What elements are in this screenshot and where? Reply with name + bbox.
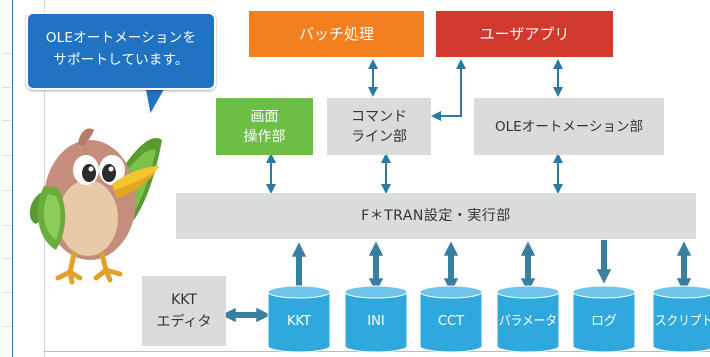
command-line-label-1: コマンド: [351, 108, 407, 125]
ftran-settings-execution-box: F＊TRAN設定・実行部: [176, 193, 696, 239]
cylinder-top: [419, 285, 483, 299]
cylinder-top: [572, 285, 636, 299]
user-app-label: ユーザアプリ: [479, 25, 570, 43]
ole-automation-label: OLEオートメーション部: [495, 118, 643, 135]
mascot-bird-illustration: [29, 128, 162, 285]
screen-operation-box: 画面 操作部: [216, 98, 313, 155]
database-label: パラメータ: [499, 314, 557, 329]
margin-tick: [2, 225, 11, 226]
database-cylinder: INI: [344, 285, 408, 353]
margin-tick: [2, 53, 11, 54]
database-label: ログ: [591, 314, 617, 329]
margin-tick: [2, 155, 11, 156]
cylinder-top: [496, 285, 560, 299]
cylinder-body: [267, 291, 331, 353]
margin-tick: [2, 258, 11, 259]
cylinder-top: [344, 285, 408, 299]
batch-processing-box: バッチ処理: [249, 11, 424, 57]
cylinder-body: [496, 291, 560, 353]
speech-bubble: OLEオートメーションを サポートしています。: [26, 12, 216, 90]
margin-tick: [2, 326, 11, 327]
cylinder-body: [344, 291, 408, 353]
batch-processing-label: バッチ処理: [298, 25, 374, 43]
left-border-line: [12, 0, 13, 357]
database-cylinder: スクリプト: [652, 285, 710, 353]
screen-operation-label-1: 画面: [250, 108, 279, 125]
command-line-label-2: ライン部: [351, 128, 407, 145]
database-cylinder: パラメータ: [496, 285, 560, 353]
cylinder-body: [419, 291, 483, 353]
ftran-settings-execution-label: F＊TRAN設定・実行部: [361, 208, 511, 224]
database-label: INI: [367, 314, 384, 329]
database-cylinder: KKT: [267, 285, 331, 353]
command-line-box: コマンド ライン部: [327, 98, 431, 155]
database-label: スクリプト: [655, 314, 710, 329]
arrow-userapp-command: [431, 59, 466, 121]
kkt-editor-box: KKT エディタ: [142, 276, 226, 346]
cylinder-top: [267, 285, 331, 299]
cylinder-body: [652, 291, 710, 353]
margin-tick: [2, 292, 11, 293]
database-cylinder: CCT: [419, 285, 483, 353]
margin-tick: [2, 120, 11, 121]
database-cylinders: KKT INI CCT パラメータ ログ スクリプト: [267, 285, 710, 353]
inner-border-line: [44, 0, 45, 357]
database-label: KKT: [287, 314, 311, 329]
left-margin: [0, 0, 12, 357]
margin-tick: [2, 190, 11, 191]
margin-tick: [2, 87, 11, 88]
speech-bubble-line-2: サポートしています。: [53, 52, 189, 68]
kkt-editor-label-2: エディタ: [156, 314, 212, 330]
kkt-editor-label-1: KKT: [171, 292, 197, 308]
cylinder-body: [572, 291, 636, 353]
speech-bubble-line-1: OLEオートメーションを: [45, 30, 197, 46]
database-label: CCT: [438, 314, 464, 329]
user-app-box: ユーザアプリ: [436, 11, 613, 57]
ole-automation-box: OLEオートメーション部: [474, 98, 664, 155]
cylinder-top: [652, 285, 710, 299]
database-cylinder: ログ: [572, 285, 636, 353]
screen-operation-label-2: 操作部: [243, 128, 286, 145]
